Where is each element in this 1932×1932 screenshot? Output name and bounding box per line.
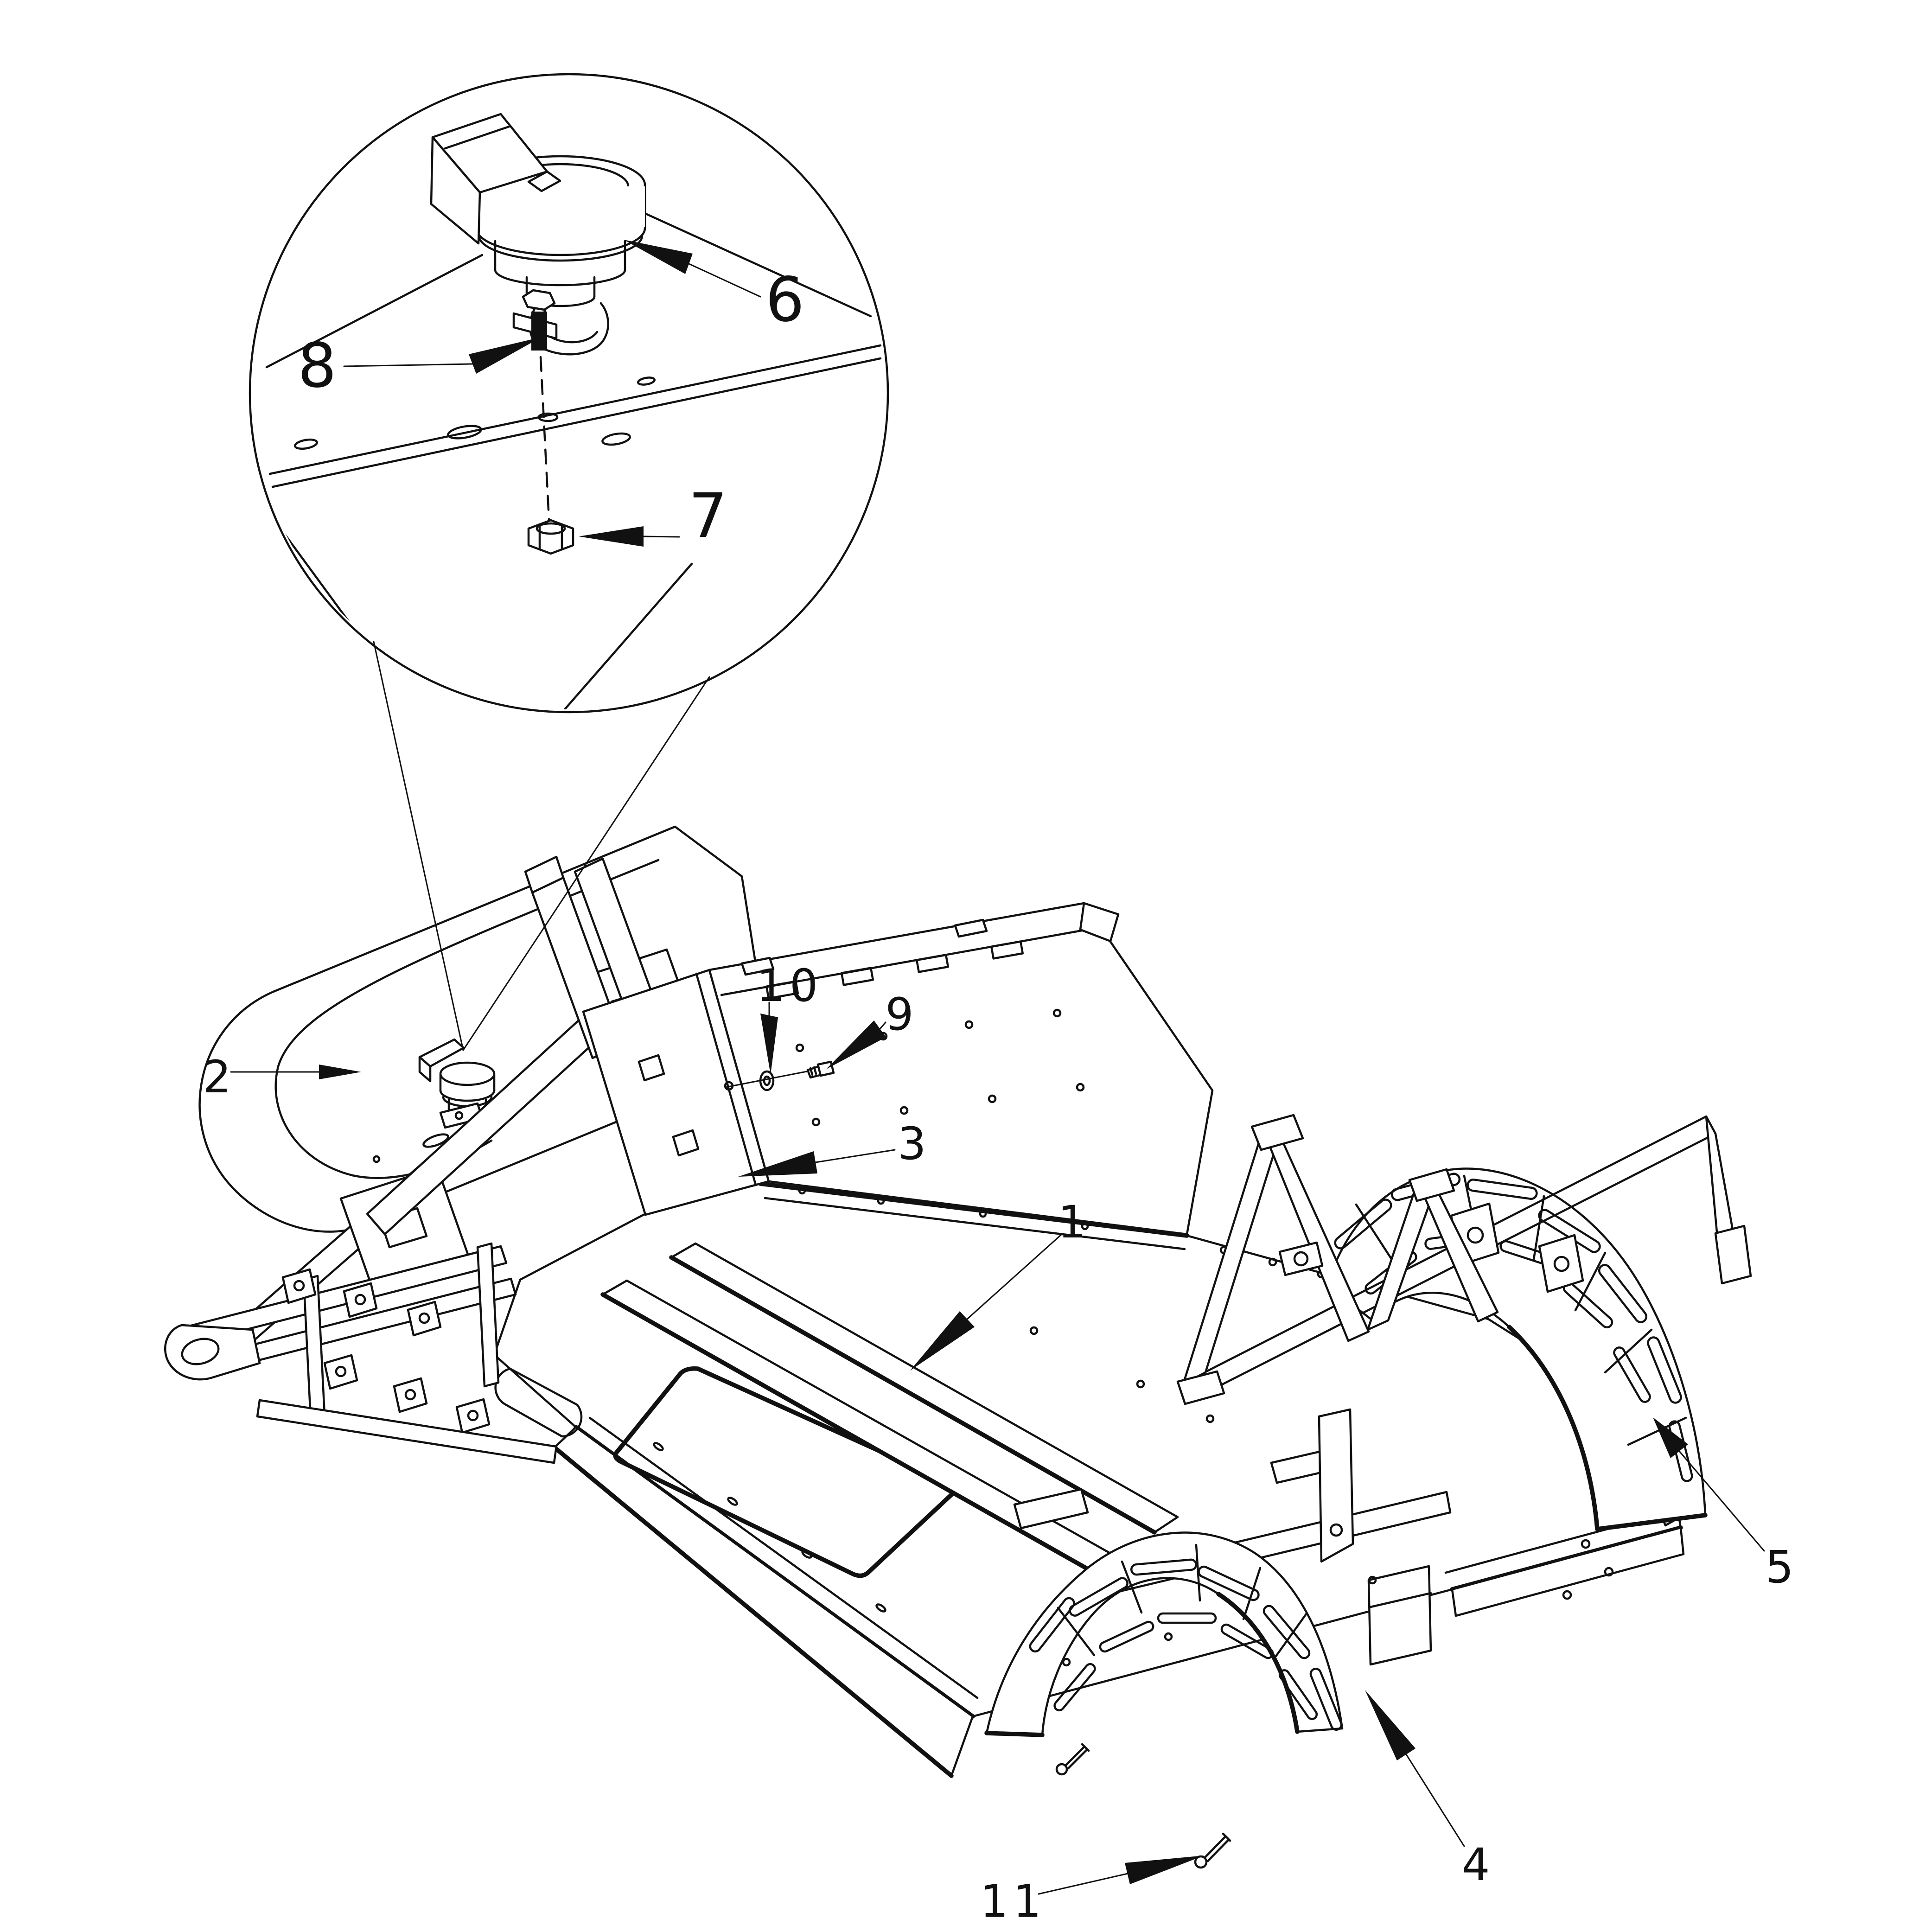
- front-suspension-brackets: [164, 1242, 558, 1464]
- callout-2: 2: [203, 1051, 361, 1103]
- screw-part-9: [725, 1060, 835, 1088]
- callout-6-arrow: [624, 240, 693, 274]
- cotter-pin-floating: [1055, 1743, 1090, 1776]
- tow-plate: [164, 1324, 261, 1381]
- callout-3: 3: [738, 1118, 926, 1177]
- hex-bolt-detail: [512, 289, 558, 351]
- callout-3-label: 3: [898, 1118, 926, 1170]
- right-rear-fender: [1326, 1167, 1708, 1531]
- detail-view-circle: [249, 73, 889, 714]
- callout-6: 6: [624, 240, 804, 336]
- callout-9: 9: [826, 988, 914, 1069]
- fuel-cap-assembly-detail: [430, 113, 646, 356]
- callout-10-label: 10: [757, 960, 823, 1012]
- callout-2-label: 2: [203, 1051, 231, 1103]
- left-rear-fender: [984, 1531, 1344, 1737]
- main-assembly: [164, 825, 1752, 1869]
- panel-hole: [537, 412, 559, 422]
- support-leg: [1367, 1565, 1432, 1666]
- callouts: 1 2 3 4 5 6 7: [203, 240, 1794, 1927]
- callout-5-label: 5: [1765, 1541, 1793, 1593]
- floor-block: [1013, 1488, 1089, 1530]
- callout-1: 1: [910, 1196, 1086, 1371]
- front-right-skirt: [1451, 1526, 1685, 1617]
- fuel-cap-on-tank: [418, 1038, 496, 1129]
- washer-part-10: [759, 1070, 775, 1091]
- callout-8-label: 8: [298, 330, 337, 402]
- detail-pointer: [373, 641, 710, 1051]
- callout-9-label: 9: [885, 988, 913, 1040]
- detail-circle-outline: [249, 73, 889, 714]
- callout-10-arrow: [760, 1014, 778, 1075]
- hanger-bracket: [1538, 1234, 1584, 1293]
- callout-10: 10: [757, 960, 823, 1075]
- callout-1-label: 1: [1058, 1196, 1086, 1248]
- callout-8: 8: [298, 330, 542, 402]
- callout-7-arrow: [579, 526, 644, 547]
- tube-end-bracket: [1714, 1224, 1752, 1285]
- callout-2-arrow: [319, 1065, 361, 1079]
- cotter-pin-part-11: [1194, 1832, 1231, 1869]
- callout-4-label: 4: [1461, 1839, 1490, 1891]
- callout-8-arrow: [469, 337, 542, 374]
- assembly-centerline: [539, 356, 550, 521]
- callout-5-arrow: [1653, 1417, 1688, 1458]
- callout-1-arrow: [910, 1311, 975, 1371]
- callout-7: 7: [579, 480, 727, 552]
- callout-11: 11: [980, 1855, 1204, 1927]
- callout-3-arrow: [738, 1151, 817, 1177]
- flange-nut-detail: [527, 519, 574, 555]
- callout-6-label: 6: [765, 264, 804, 336]
- callout-9-arrow: [826, 1020, 886, 1069]
- callout-4: 4: [1365, 1690, 1490, 1891]
- rear-support-frame: [1176, 1114, 1752, 1563]
- callout-5: 5: [1653, 1417, 1794, 1593]
- detail-panel-lines: [265, 213, 882, 709]
- callout-4-arrow: [1365, 1690, 1416, 1760]
- callout-11-label: 11: [980, 1875, 1046, 1927]
- callout-7-label: 7: [689, 480, 727, 552]
- callout-11-arrow: [1125, 1855, 1204, 1884]
